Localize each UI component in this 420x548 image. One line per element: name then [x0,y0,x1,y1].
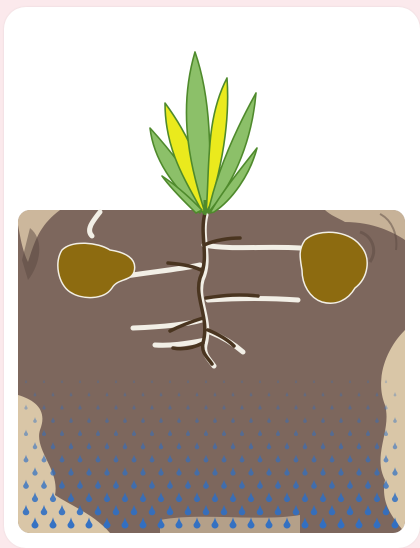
plant-icon [150,52,257,215]
